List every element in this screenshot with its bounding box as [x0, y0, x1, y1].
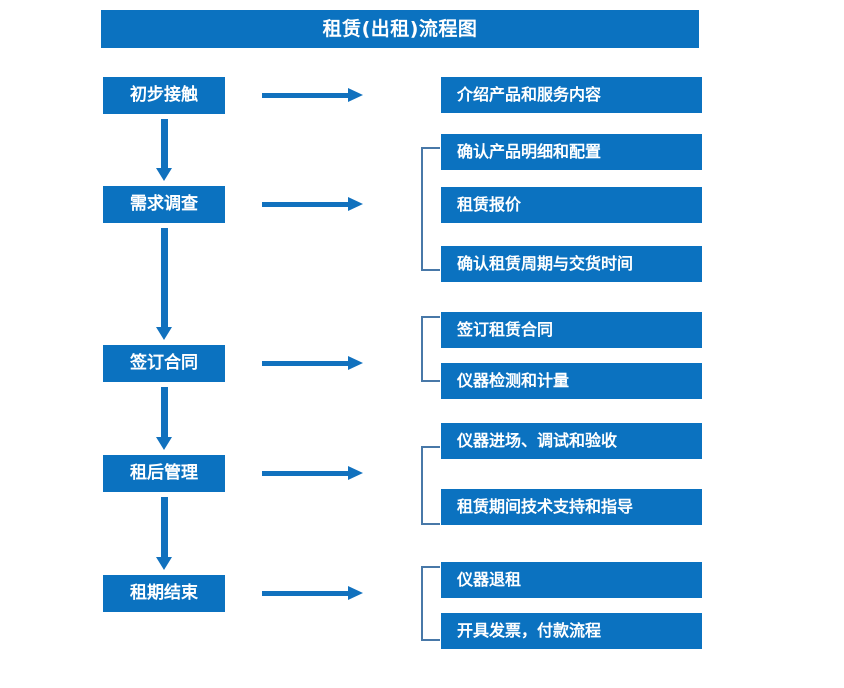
stage-box-5[interactable]: 租期结束: [103, 575, 225, 612]
detail-box-7[interactable]: 仪器进场、调试和验收: [441, 423, 702, 459]
vertical-arrow-2: [156, 228, 173, 340]
detail-box-5[interactable]: 签订租赁合同: [441, 312, 702, 348]
stage-box-4[interactable]: 租后管理: [103, 455, 225, 492]
detail-box-4[interactable]: 确认租赁周期与交货时间: [441, 246, 702, 282]
detail-box-8[interactable]: 租赁期间技术支持和指导: [441, 489, 702, 525]
stage-box-3[interactable]: 签订合同: [103, 345, 225, 382]
group-bracket-2: [421, 147, 440, 271]
stage-box-1[interactable]: 初步接触: [103, 77, 225, 114]
horizontal-arrow-4: [262, 466, 363, 481]
group-bracket-3: [421, 316, 440, 382]
horizontal-arrow-1: [262, 88, 363, 103]
detail-box-10[interactable]: 开具发票，付款流程: [441, 613, 702, 649]
detail-box-6[interactable]: 仪器检测和计量: [441, 363, 702, 399]
vertical-arrow-3: [156, 387, 173, 450]
group-bracket-4: [421, 446, 440, 525]
detail-box-2[interactable]: 确认产品明细和配置: [441, 134, 702, 170]
group-bracket-5: [421, 566, 440, 641]
horizontal-arrow-2: [262, 197, 363, 212]
vertical-arrow-1: [156, 119, 173, 181]
vertical-arrow-4: [156, 497, 173, 570]
stage-box-2[interactable]: 需求调查: [103, 186, 225, 223]
horizontal-arrow-5: [262, 586, 363, 601]
detail-box-1[interactable]: 介绍产品和服务内容: [441, 77, 702, 113]
detail-box-9[interactable]: 仪器退租: [441, 562, 702, 598]
page-title: 租赁(出租)流程图: [101, 10, 699, 48]
horizontal-arrow-3: [262, 356, 363, 371]
detail-box-3[interactable]: 租赁报价: [441, 187, 702, 223]
